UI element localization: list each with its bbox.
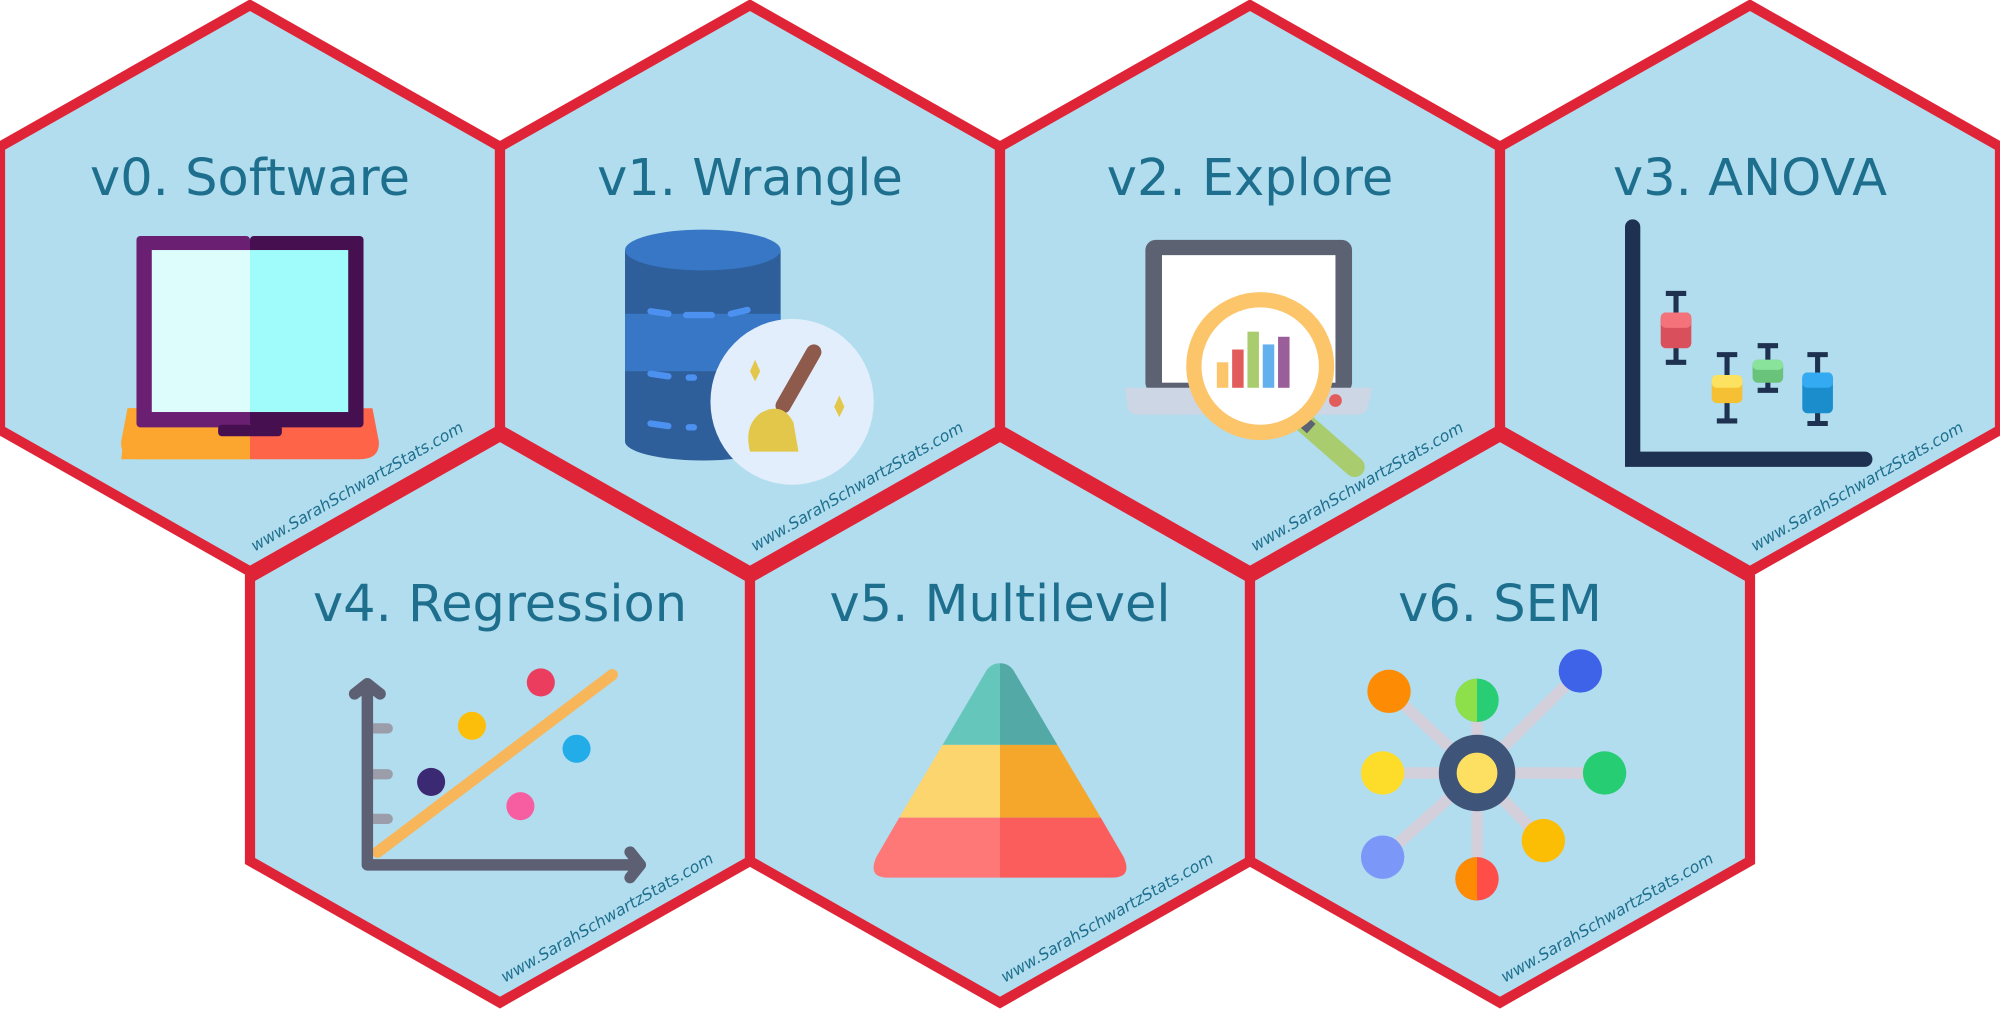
- tile-title: v0. Software: [90, 149, 410, 208]
- database-broom-icon: [625, 229, 874, 485]
- tile-title: v1. Wrangle: [597, 149, 903, 208]
- tile-title: v4. Regression: [313, 575, 687, 634]
- tile-title: v3. ANOVA: [1613, 149, 1887, 208]
- pyramid-icon: [873, 663, 1127, 878]
- tile-v4-regression[interactable]: v4. Regression www.SarahSchwartzStats.co…: [244, 430, 756, 1009]
- boxplot-icon: [1625, 219, 1873, 467]
- scatter-regression-icon: [348, 668, 647, 884]
- tile-v6-sem[interactable]: v6. SEM www.SarahSchwartzStats.com: [1244, 430, 1756, 1009]
- laptop-icon: [121, 236, 379, 460]
- tile-title: v5. Multilevel: [829, 575, 1170, 634]
- tile-title: v6. SEM: [1398, 575, 1602, 634]
- tile-v5-multilevel[interactable]: v5. Multilevel www.SarahSchwartzStats.co…: [744, 430, 1256, 1009]
- laptop-magnifier-chart-icon: [1125, 239, 1373, 478]
- network-icon: [1360, 649, 1627, 901]
- tile-title: v2. Explore: [1107, 149, 1394, 208]
- tile-v3-anova[interactable]: v3. ANOVA www.SarahSchwartzStats.com: [1494, 0, 2000, 578]
- tile-v1-wrangle[interactable]: v1. Wrangle www.SarahSchwartzStats.com: [494, 0, 1006, 578]
- tile-v0-software[interactable]: v0. Software www.SarahSchwartzStats.com: [0, 0, 506, 578]
